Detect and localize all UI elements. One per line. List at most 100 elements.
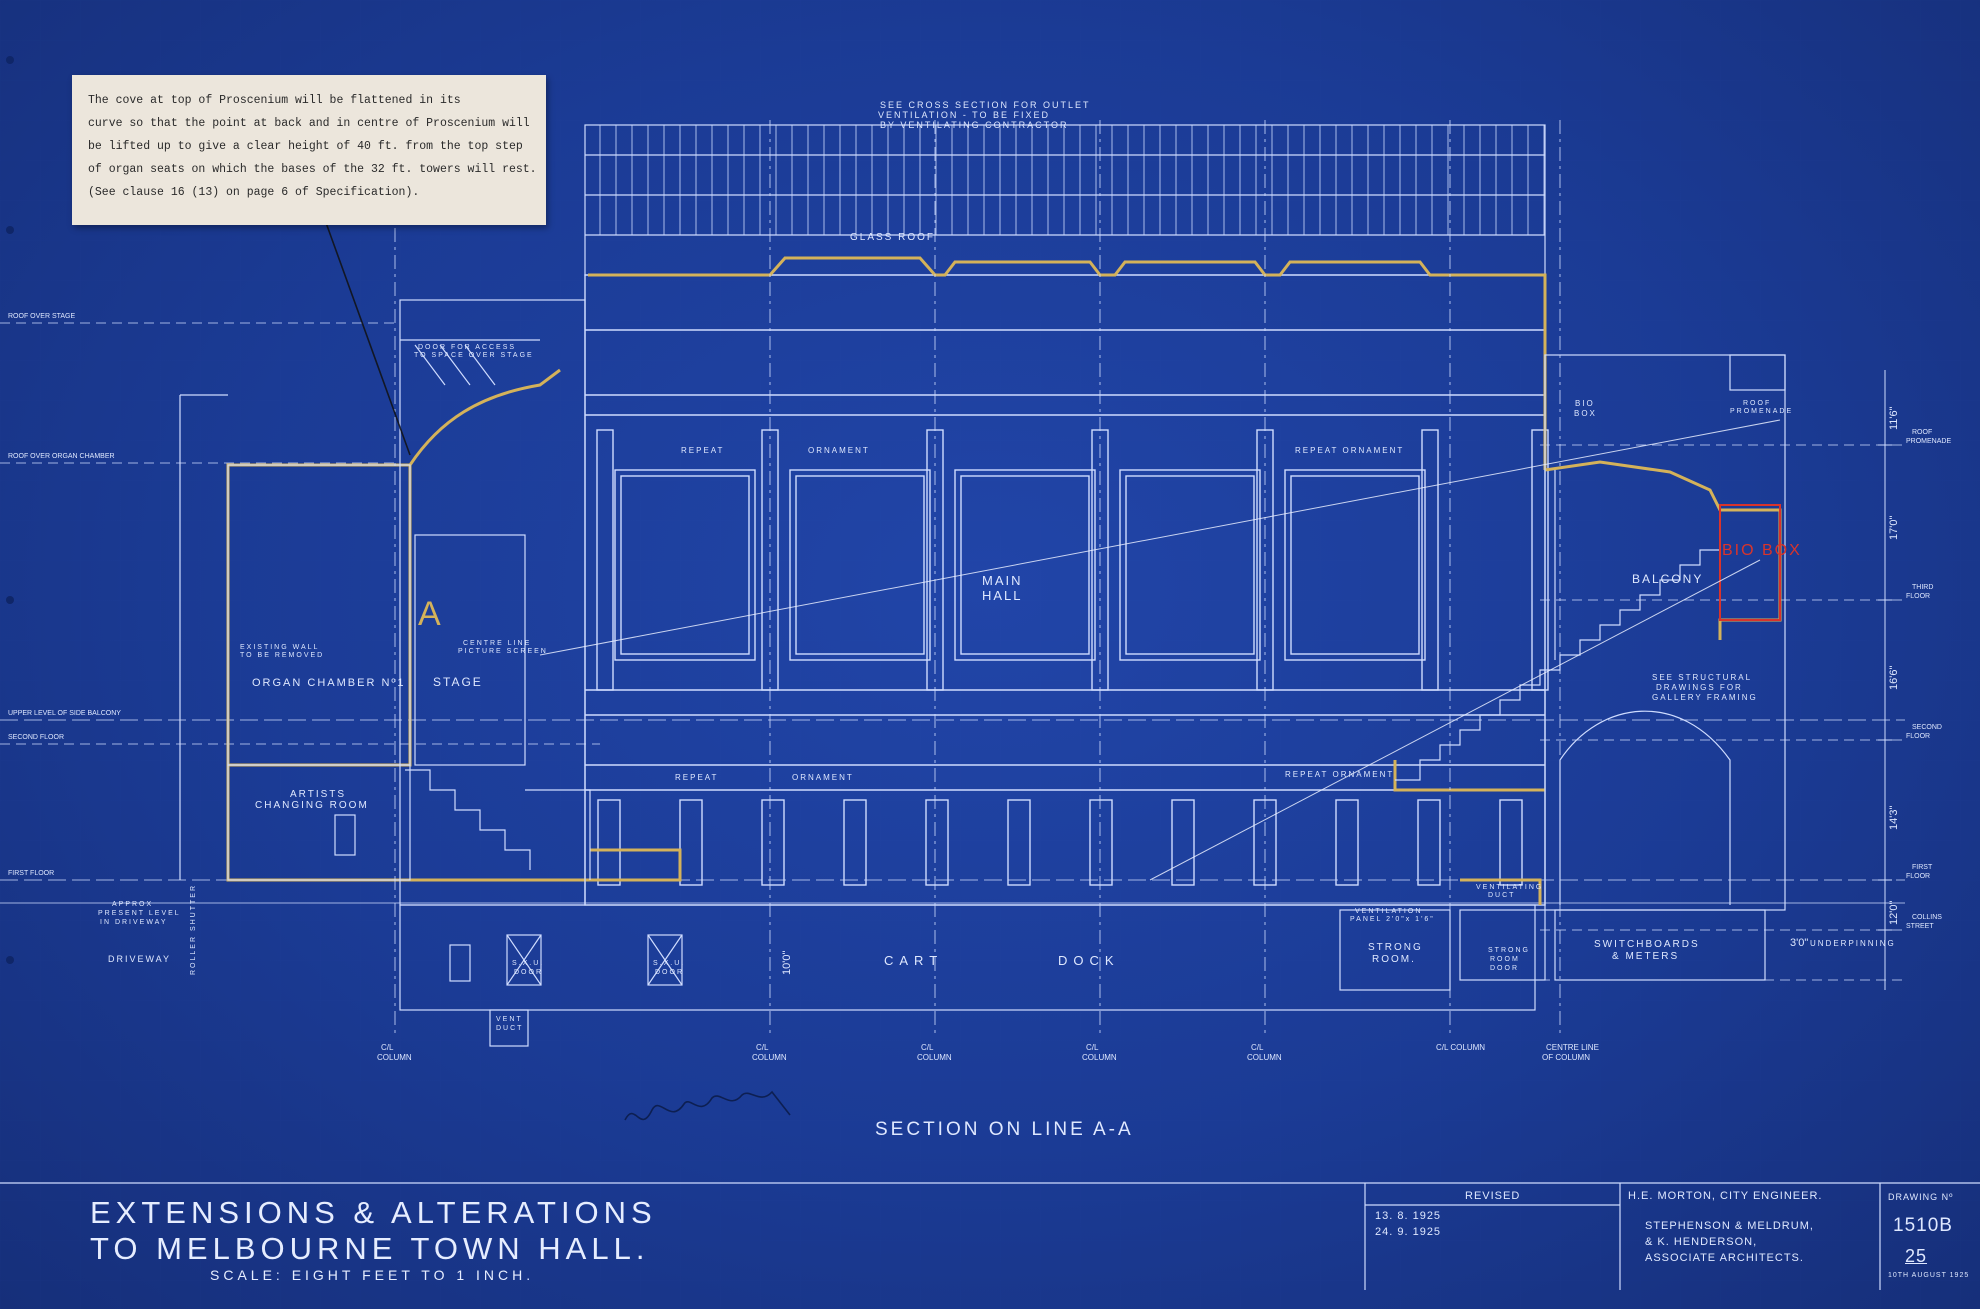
cart-label: CART: [884, 953, 943, 968]
right-level-label-sub: FLOOR: [1906, 593, 1930, 600]
strong-room-door-label-3: DOOR: [1490, 965, 1519, 972]
top-note-line-1: SEE CROSS SECTION FOR OUTLET: [880, 100, 1091, 110]
repeat-label-1: REPEAT: [681, 446, 724, 455]
main-hall-label: MAIN: [982, 573, 1023, 588]
binding-holes: [6, 56, 14, 964]
wall-panel-inner: [1290, 475, 1420, 655]
drawing-title: EXTENSIONS & ALTERATIONS TO MELBOURNE TO…: [90, 1195, 657, 1283]
strong-room-label-2: ROOM.: [1372, 954, 1416, 965]
wall-panel: [789, 469, 931, 661]
lower-pier: [1335, 799, 1359, 886]
revised-date-1: 13. 8. 1925: [1375, 1210, 1442, 1222]
sxu-door-1: [506, 934, 542, 986]
column-labels: C/LCOLUMNC/LCOLUMNC/LCOLUMNC/LCOLUMNC/LC…: [377, 1043, 1599, 1062]
approx-label-2: PRESENT LEVEL: [98, 910, 181, 917]
main-hall-label-2: HALL: [982, 588, 1023, 603]
left-level-label: FIRST FLOOR: [8, 870, 54, 877]
right-level-label: THIRD: [1912, 584, 1933, 591]
repeat-label-3: REPEAT: [675, 773, 718, 782]
drawings-for-label: DRAWINGS FOR: [1656, 683, 1743, 692]
revised-date-2: 24. 9. 1925: [1375, 1226, 1442, 1238]
column-label-sub: COLUMN: [377, 1053, 412, 1062]
lower-pier: [1007, 799, 1031, 886]
right-level-label: COLLINS: [1912, 914, 1942, 921]
roof-promenade-label-2: PROMENADE: [1730, 408, 1793, 415]
note-line: of organ seats on which the bases of the…: [88, 163, 537, 176]
to-be-removed-label: TO BE REMOVED: [240, 652, 324, 659]
gallery-framing-label: GALLERY FRAMING: [1652, 693, 1758, 702]
ornament-label-1: ORNAMENT: [808, 446, 870, 455]
existing-wall-label: EXISTING WALL: [240, 644, 319, 651]
dimension-line-right: [1878, 370, 1892, 990]
right-level-label: ROOF: [1912, 429, 1932, 436]
strong-room-door-label: STRONG: [1488, 947, 1530, 954]
organ-chamber: [179, 394, 411, 881]
dim-14: 14'3": [1888, 806, 1900, 830]
right-level-labels: ROOFPROMENADETHIRDFLOORSECONDFLOORFIRSTF…: [1906, 429, 1951, 930]
lower-pier: [1171, 799, 1195, 886]
dim-12: 12'0": [1888, 901, 1900, 925]
note-line: The cove at top of Proscenium will be fl…: [88, 94, 461, 107]
dock-label: DOCK: [1058, 953, 1120, 968]
underpinning-label: UNDERPINNING: [1810, 939, 1896, 948]
strong-room-label: STRONG: [1368, 942, 1423, 953]
vent-duct-label-2: DUCT: [496, 1025, 523, 1032]
note-line: curve so that the point at back and in c…: [88, 117, 530, 130]
section-letter-a: A: [418, 595, 441, 633]
sight-lines: [324, 219, 1781, 881]
approx-label-3: IN DRIVEWAY: [100, 919, 168, 926]
repeat-ornament-label-2: REPEAT ORNAMENT: [1295, 446, 1404, 455]
left-level-label: ROOF OVER STAGE: [8, 313, 75, 320]
roller-shutter-label: ROLLER SHUTTER: [190, 884, 197, 975]
right-level-label-sub: PROMENADE: [1906, 438, 1951, 445]
pilaster: [1531, 429, 1549, 691]
ornament-label-3: ORNAMENT: [792, 773, 854, 782]
lower-pier: [597, 799, 621, 886]
engineer-line-2: STEPHENSON & MELDRUM,: [1645, 1220, 1814, 1232]
ventilation-panel-label: VENTILATION: [1355, 908, 1422, 915]
column-label-sub: COLUMN: [1082, 1053, 1117, 1062]
dim-10: 10'0": [781, 951, 793, 975]
picture-screen-label: PICTURE SCREEN: [458, 648, 548, 655]
top-note-line-3: BY VENTILATING CONTRACTOR: [880, 120, 1069, 130]
lower-pier: [679, 799, 703, 886]
pilaster: [1421, 429, 1439, 691]
signature-mark: [624, 1090, 791, 1121]
right-level-label: FIRST: [1912, 864, 1933, 871]
wall-panel-inner: [620, 475, 750, 655]
centre-line-label: CENTRE LINE: [463, 640, 531, 647]
artists-label: ARTISTS: [290, 789, 346, 800]
column-label: C/L: [381, 1043, 394, 1052]
pilaster: [596, 429, 614, 691]
left-level-label: SECOND FLOOR: [8, 734, 64, 741]
title-line-1: EXTENSIONS & ALTERATIONS: [90, 1195, 657, 1230]
lower-pier: [1089, 799, 1113, 886]
wall-panel-inner: [960, 475, 1090, 655]
right-level-label-sub: STREET: [1906, 923, 1934, 930]
column-label: C/L: [756, 1043, 769, 1052]
column-label-sub: OF COLUMN: [1542, 1053, 1590, 1062]
column-centre-lines: [394, 120, 1561, 1035]
glass-roof-label: GLASS ROOF: [850, 232, 935, 243]
lower-pier: [761, 799, 785, 886]
column-label-sub: COLUMN: [1247, 1053, 1282, 1062]
lower-pier: [925, 799, 949, 886]
wall-panel-inner: [795, 475, 925, 655]
engineer-line-1: H.E. MORTON, CITY ENGINEER.: [1628, 1190, 1823, 1202]
title-line-2: TO MELBOURNE TOWN HALL.: [90, 1231, 650, 1266]
column-label: C/L: [921, 1043, 934, 1052]
top-note-line-2: VENTILATION - TO BE FIXED: [878, 110, 1050, 120]
proscenium-note: The cove at top of Proscenium will be fl…: [72, 75, 546, 225]
column-label-sub: COLUMN: [917, 1053, 952, 1062]
dim-17: 17'0": [1888, 516, 1900, 540]
section-title: SECTION ON LINE A-A: [875, 1119, 1134, 1140]
glass-roof: [584, 124, 1546, 276]
note-line: (See clause 16 (13) on page 6 of Specifi…: [88, 186, 420, 199]
wall-panel: [614, 469, 756, 661]
left-level-label: UPPER LEVEL OF SIDE BALCONY: [8, 710, 121, 717]
bio-box-red-label: BIO BOX: [1722, 542, 1802, 559]
sxu-label-2: S.X.U.: [653, 960, 685, 967]
roof-promenade-label: ROOF: [1743, 400, 1771, 407]
lower-pier: [1417, 799, 1441, 886]
